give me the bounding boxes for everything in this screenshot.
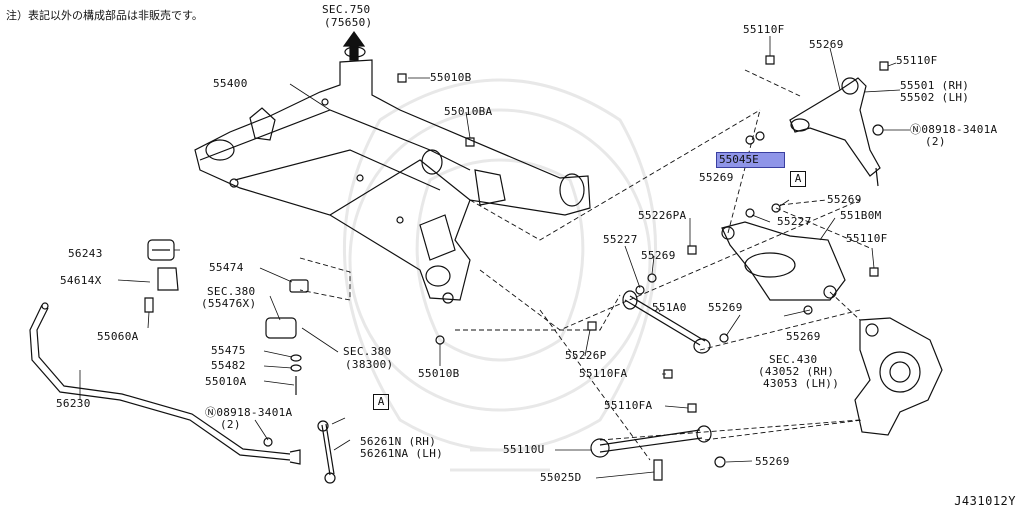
label-55226PA[interactable]: 55226PA xyxy=(638,209,687,222)
dashed-leaders xyxy=(299,69,871,461)
callout-a-left[interactable]: A xyxy=(373,394,389,410)
label-56261N[interactable]: 56261N (RH) xyxy=(360,435,437,448)
watermark xyxy=(343,78,657,472)
label-55269-mid2[interactable]: 55269 xyxy=(641,249,676,262)
label-sec430[interactable]: SEC.430 xyxy=(769,353,818,366)
label-55502[interactable]: 55502 (LH) xyxy=(900,91,970,104)
label-55227-right[interactable]: 55227 xyxy=(777,215,812,228)
connecting-rod xyxy=(317,420,336,484)
fasteners xyxy=(144,55,889,481)
label-55110F-mid[interactable]: 55110F xyxy=(846,232,888,245)
label-55269-low[interactable]: 55269 xyxy=(755,455,790,468)
label-56243[interactable]: 56243 xyxy=(68,247,103,260)
bushing xyxy=(147,239,179,291)
label-55226P[interactable]: 55226P xyxy=(565,349,607,362)
label-55227-mid[interactable]: 55227 xyxy=(603,233,638,246)
label-55269-mid[interactable]: 55269 xyxy=(699,171,734,184)
sale-note: 注）表記以外の構成部品は非販売です。 xyxy=(6,9,203,22)
label-08918-top-text: 08918-3401A xyxy=(921,123,998,136)
label-55010A[interactable]: 55010A xyxy=(205,375,247,388)
subframe-member xyxy=(194,46,591,304)
label-08918-left-text: 08918-3401A xyxy=(216,406,293,419)
label-55060A[interactable]: 55060A xyxy=(97,330,139,343)
arrow-up-icon xyxy=(342,30,366,61)
label-55025D[interactable]: 55025D xyxy=(540,471,582,484)
label-56261NA[interactable]: 56261NA (LH) xyxy=(360,447,444,460)
lateral-link xyxy=(590,425,712,458)
label-sec380a-sub: (55476X) xyxy=(201,297,257,310)
label-55110FA-1[interactable]: 55110FA xyxy=(579,367,628,380)
label-55010B-top[interactable]: 55010B xyxy=(430,71,472,84)
label-55501[interactable]: 55501 (RH) xyxy=(900,79,970,92)
callout-a-right[interactable]: A xyxy=(790,171,806,187)
label-55110F-top[interactable]: 55110F xyxy=(743,23,785,36)
label-55110FA-2[interactable]: 55110FA xyxy=(604,399,653,412)
label-55110F-right[interactable]: 55110F xyxy=(896,54,938,67)
label-55269-top[interactable]: 55269 xyxy=(809,38,844,51)
label-08918-top-qty: (2) xyxy=(925,135,946,148)
knuckle xyxy=(854,317,943,436)
label-08918-left-qty: (2) xyxy=(220,418,241,431)
toe-link xyxy=(622,290,711,354)
lower-arm xyxy=(721,221,846,301)
label-55010B-bot[interactable]: 55010B xyxy=(418,367,460,380)
label-55475[interactable]: 55475 xyxy=(211,344,246,357)
label-55110U[interactable]: 55110U xyxy=(503,443,545,456)
label-55010BA[interactable]: 55010BA xyxy=(444,105,493,118)
label-08918-top[interactable]: Ⓝ08918-3401A xyxy=(910,123,998,136)
upper-link xyxy=(789,77,881,187)
label-08918-left[interactable]: Ⓝ08918-3401A xyxy=(205,406,293,419)
label-56230[interactable]: 56230 xyxy=(56,397,91,410)
label-55269-c[interactable]: 55269 xyxy=(708,301,743,314)
label-sec380a[interactable]: SEC.380 xyxy=(207,285,256,298)
label-sec750-sub: (75650) xyxy=(324,16,373,29)
label-sec750[interactable]: SEC.750 xyxy=(322,3,371,16)
label-551A0[interactable]: 551A0 xyxy=(652,301,687,314)
label-sec380b[interactable]: SEC.380 xyxy=(343,345,392,358)
stabilizer-bar xyxy=(29,302,301,465)
label-sec430-rh: (43052 (RH) xyxy=(758,365,835,378)
label-55269-b[interactable]: 55269 xyxy=(786,330,821,343)
label-55400[interactable]: 55400 xyxy=(213,77,248,90)
label-551B0M[interactable]: 551B0M xyxy=(840,209,882,222)
label-55482[interactable]: 55482 xyxy=(211,359,246,372)
diagram-reference: J431012Y xyxy=(954,494,1016,508)
label-55474[interactable]: 55474 xyxy=(209,261,244,274)
label-sec430-lh: 43053 (LH)) xyxy=(763,377,840,390)
label-55269-r2[interactable]: 55269 xyxy=(827,193,862,206)
label-55045E-highlight[interactable]: 55045E xyxy=(716,152,785,168)
mount-parts xyxy=(265,279,309,395)
label-54614X[interactable]: 54614X xyxy=(60,274,102,287)
leader-lines xyxy=(79,36,910,479)
label-sec380b-sub: (38300) xyxy=(345,358,394,371)
